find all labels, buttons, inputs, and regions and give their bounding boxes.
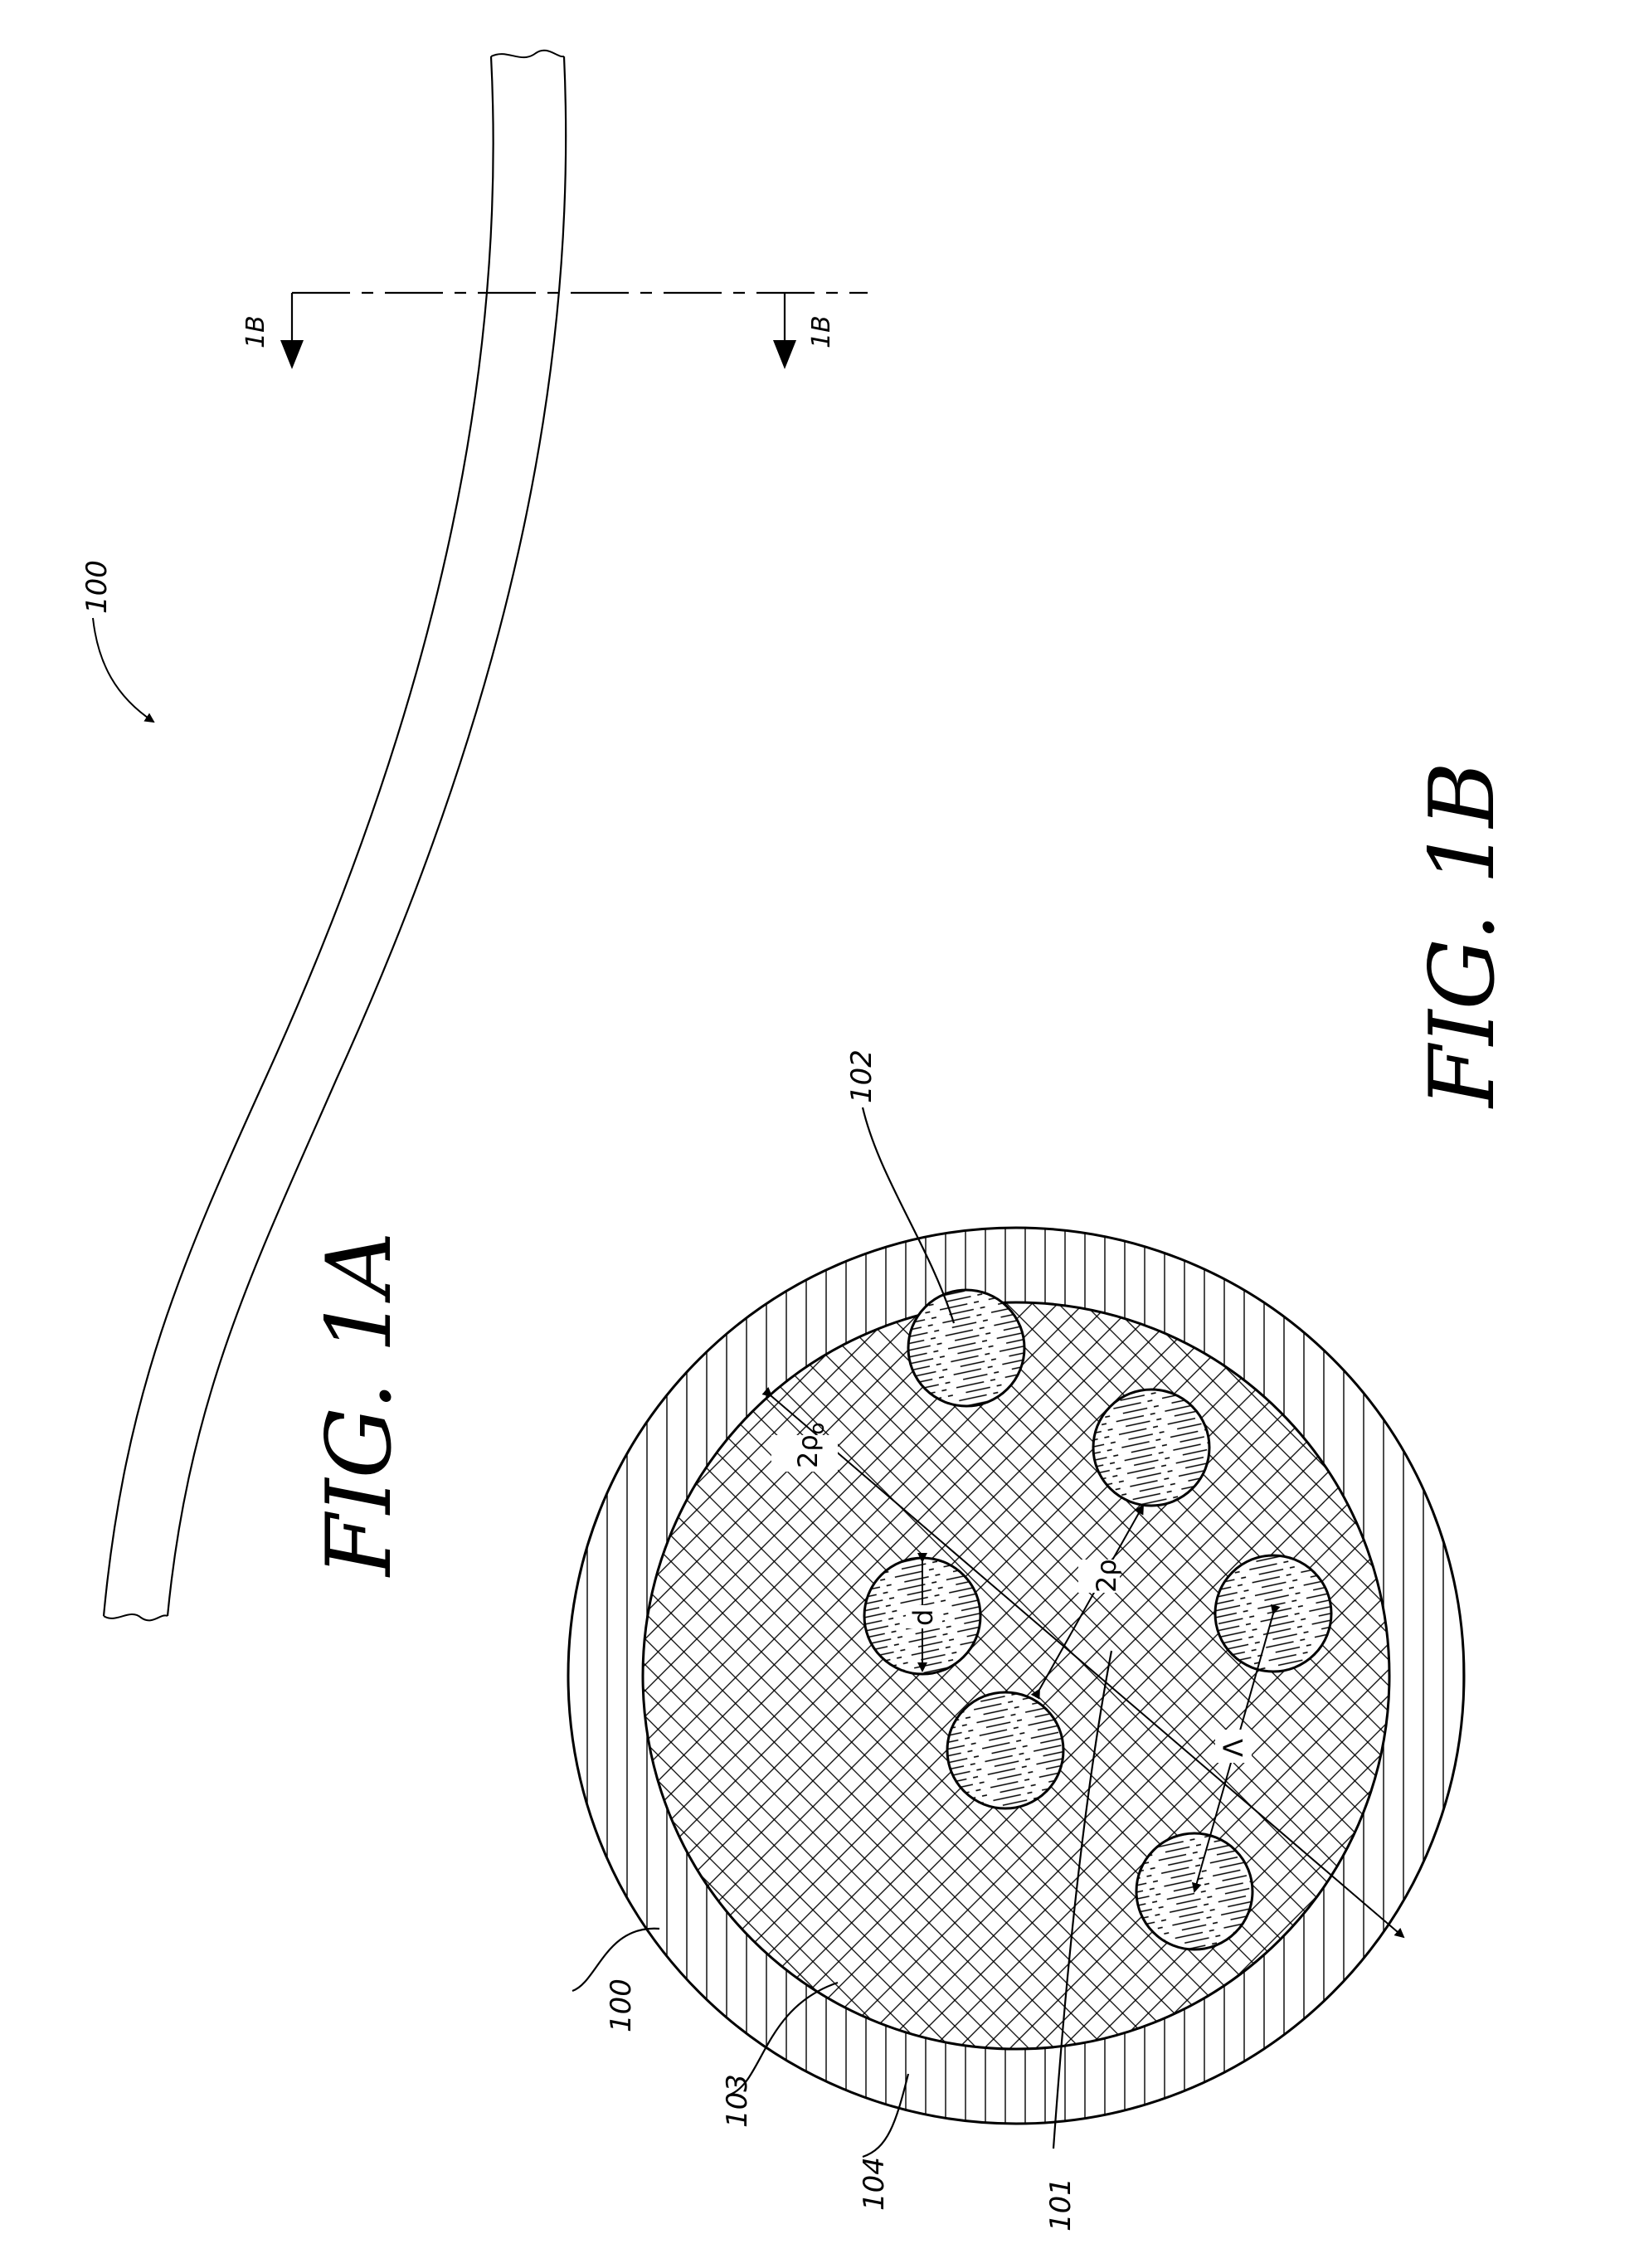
hole-diameter-label: d bbox=[907, 1609, 939, 1626]
ref-numeral-101: 101 bbox=[1044, 2178, 1077, 2231]
core-diameter-label: 2ρ bbox=[1091, 1559, 1122, 1593]
section-line-1b bbox=[280, 293, 868, 369]
figure-label-1b: FIG. 1B bbox=[1411, 762, 1515, 1109]
ref-numeral-103: 103 bbox=[721, 2074, 754, 2128]
figure-label-1a: FIG. 1A bbox=[308, 1232, 411, 1578]
hole bbox=[947, 1692, 1063, 1808]
ref-numeral-100-fiber: 100 bbox=[80, 560, 114, 614]
ref-numeral-104: 104 bbox=[858, 2157, 891, 2211]
hole-pitch-label: Λ bbox=[1218, 1739, 1249, 1757]
ref-numeral-102: 102 bbox=[845, 1049, 878, 1103]
fig-1b-cross-section bbox=[568, 1228, 1464, 2124]
hole bbox=[908, 1290, 1024, 1406]
section-marker-left: 1B bbox=[241, 315, 270, 348]
cladding-diameter-subscript: o bbox=[805, 1423, 829, 1435]
ref-numeral-100-cross: 100 bbox=[605, 1978, 638, 2032]
hole bbox=[1093, 1390, 1209, 1506]
section-marker-right: 1B bbox=[807, 315, 836, 348]
